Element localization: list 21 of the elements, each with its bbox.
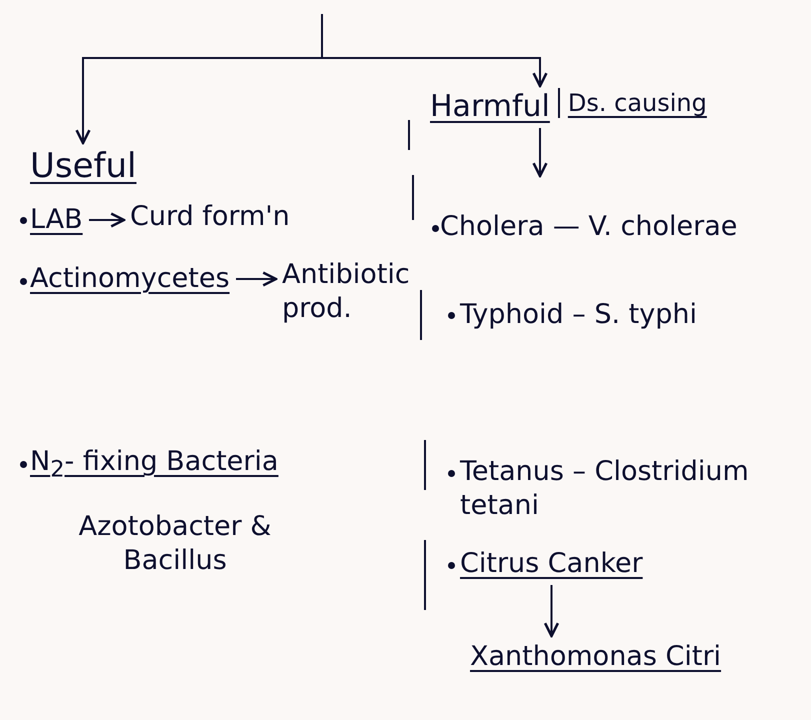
heading-text: LAB [30, 203, 83, 237]
arrow [89, 212, 126, 228]
note-text: Azotobacter & Bacillus [78, 510, 272, 578]
arrow [322, 57, 548, 88]
note-text: Tetanus – Clostridium tetani [460, 455, 750, 522]
note-text: Typhoid – S. typhi [460, 298, 697, 332]
note-text: N$_{2}$- fixing Bacteria [30, 445, 278, 484]
note-text: Cholera — V. cholerae [440, 210, 738, 244]
heading-text: Curd form'n [130, 200, 290, 234]
heading-text: Harmful [430, 88, 550, 126]
arrow [532, 128, 548, 178]
arrow [75, 57, 322, 144]
heading-text: Citrus Canker [460, 547, 643, 581]
subheading-text: Ds. causing [558, 88, 707, 118]
arrow [236, 271, 278, 287]
heading-text: Actinomycetes [30, 262, 230, 296]
heading-text: Xanthomonas Citri [470, 640, 722, 674]
arrow [544, 585, 560, 638]
heading-text: Antibiotic prod. [282, 258, 442, 326]
heading-text: Useful [30, 145, 136, 188]
tree-line [321, 14, 323, 58]
